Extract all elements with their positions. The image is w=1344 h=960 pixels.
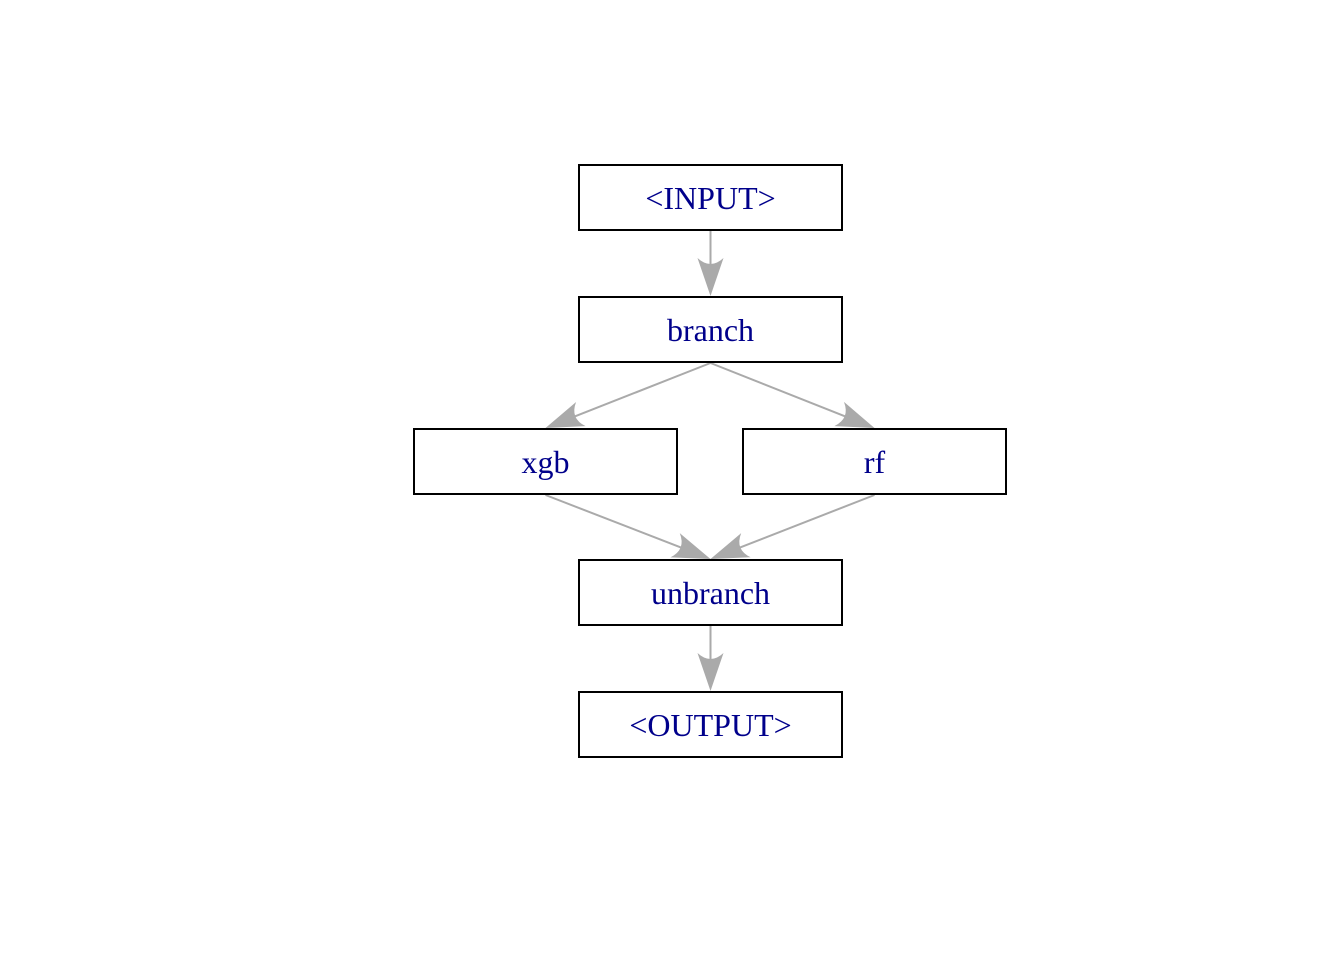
edge-line (545, 494, 687, 551)
node-xgb-label: xgb (521, 443, 570, 480)
node-xgb: xgb (413, 428, 678, 495)
arrow-head-icon (834, 401, 875, 428)
edge-line (734, 494, 875, 551)
node-input: <INPUT> (578, 164, 843, 231)
node-output: <OUTPUT> (578, 691, 843, 758)
edge-line (710, 362, 851, 420)
node-input-label: <INPUT> (645, 179, 776, 216)
edge-unbranch-to-output (697, 626, 724, 691)
node-rf-label: rf (863, 443, 886, 480)
edge-input-to-branch (697, 231, 724, 296)
arrow-head-icon (545, 401, 586, 428)
node-branch: branch (578, 296, 843, 363)
node-branch-label: branch (666, 311, 755, 348)
edge-branch-to-rf (710, 362, 875, 428)
arrow-head-icon (710, 533, 751, 559)
node-output-label: <OUTPUT> (629, 706, 792, 743)
arrow-head-icon (697, 653, 724, 691)
edge-branch-to-xgb (545, 362, 711, 428)
edge-xgb-to-unbranch (545, 494, 711, 559)
node-unbranch: unbranch (578, 559, 843, 626)
edge-line (569, 362, 711, 420)
edge-rf-to-unbranch (710, 494, 875, 559)
arrow-head-icon (697, 258, 724, 296)
node-rf: rf (742, 428, 1007, 495)
node-unbranch-label: unbranch (650, 574, 771, 611)
arrow-head-icon (670, 533, 711, 559)
